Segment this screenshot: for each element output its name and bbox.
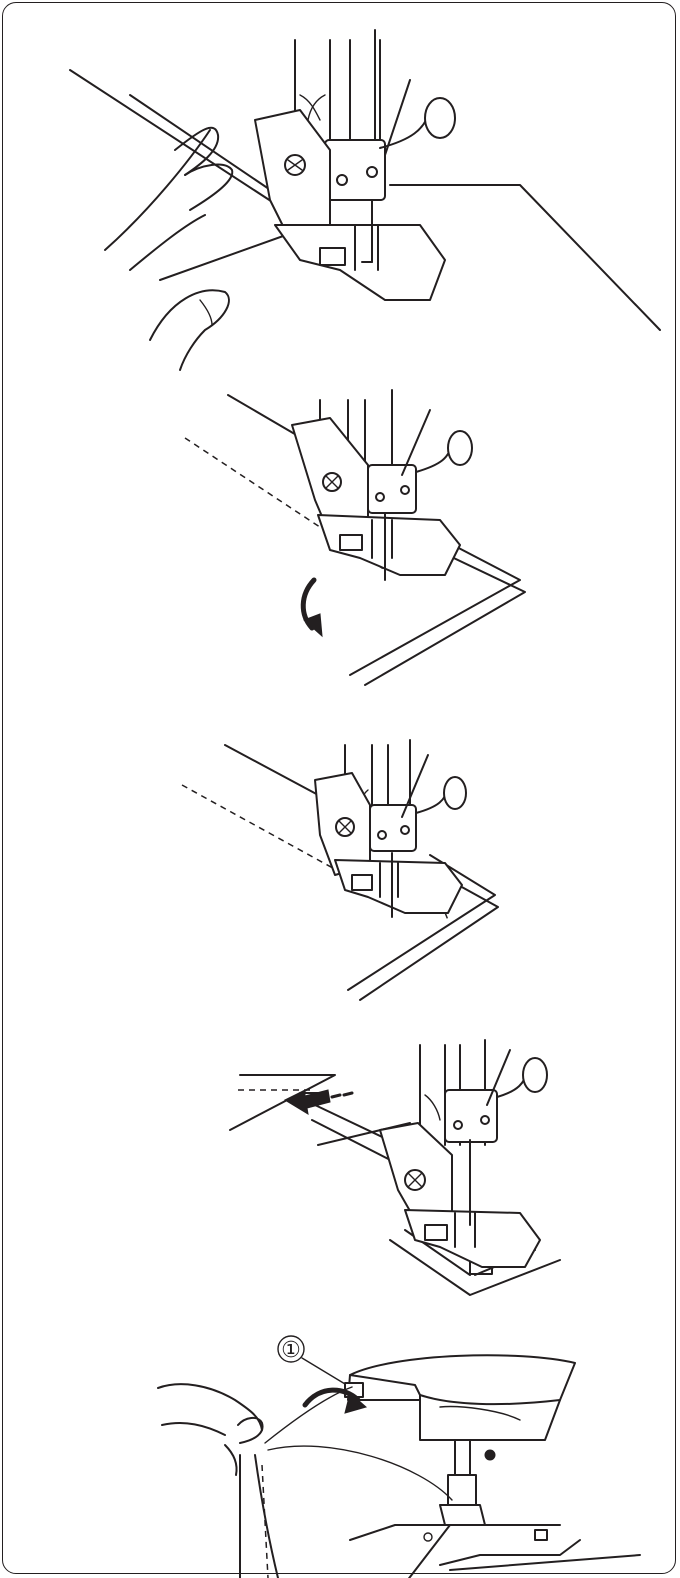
- figure-4-illustration: [0, 1035, 680, 1315]
- figure-2-illustration: [0, 380, 680, 710]
- figure-5-illustration: ①: [0, 1325, 680, 1578]
- figure-1-illustration: [0, 0, 680, 370]
- figure-3-illustration: [0, 735, 680, 1025]
- thread-cutter-callout-label: ①: [281, 1338, 301, 1363]
